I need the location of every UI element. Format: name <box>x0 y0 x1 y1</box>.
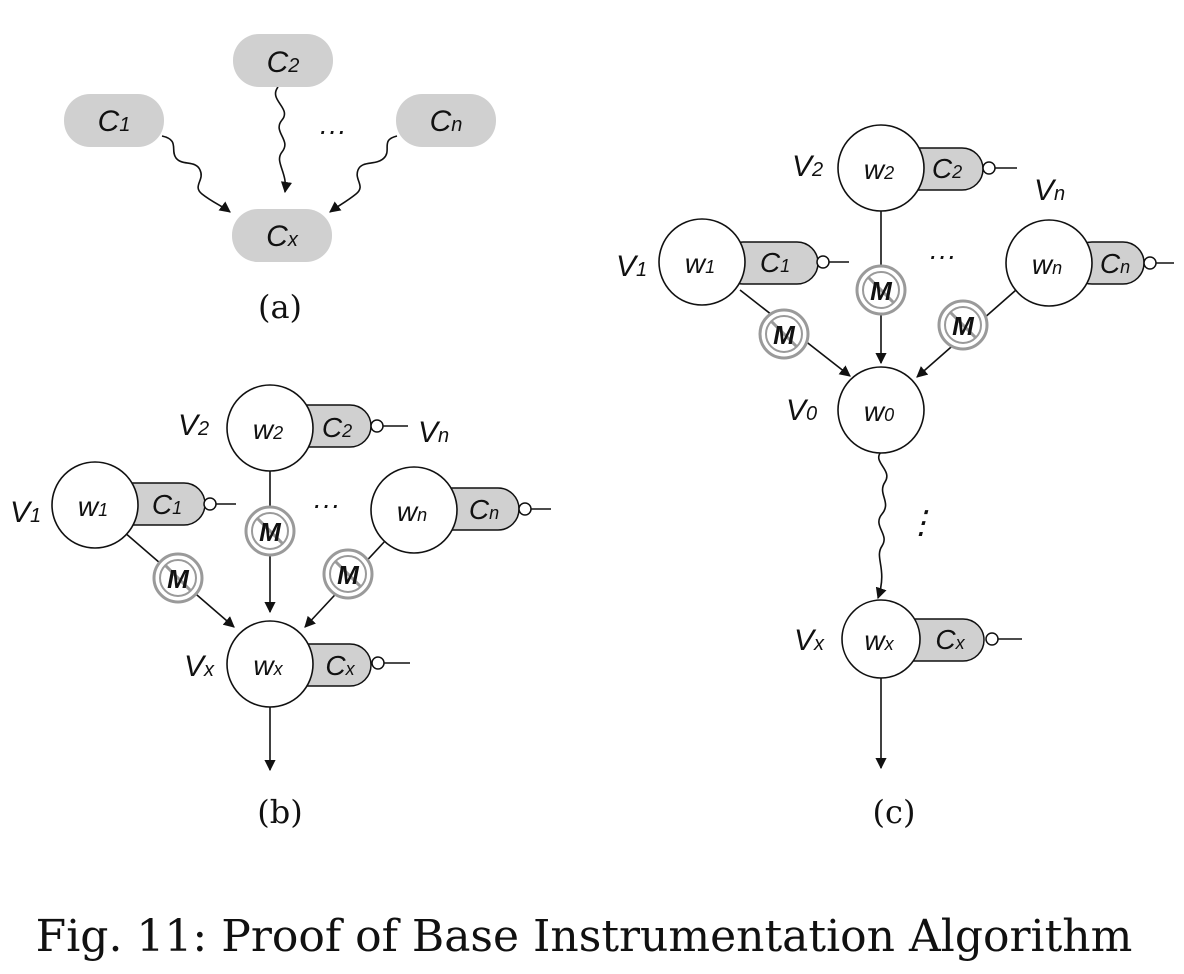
node-w1-c <box>658 218 746 306</box>
node-wx-c <box>841 599 921 679</box>
node-cx <box>232 209 332 262</box>
panel-b: M M M w1 w2 wn wx C1 C2 Cn Cx V1 V2 Vn V… <box>10 384 551 831</box>
ellipsis-c: ··· <box>928 240 956 271</box>
prohibit-m-b2: M <box>244 505 296 557</box>
label-wx-c: wx <box>864 625 894 656</box>
label-c1-b: C1 <box>152 489 182 520</box>
label-cx-b: Cx <box>325 650 355 681</box>
panel-a: C1 C2 Cn Cx ··· (a) <box>64 34 496 326</box>
m-label: M <box>952 311 975 341</box>
node-wx-b <box>226 620 314 708</box>
label-wx-b: wx <box>253 650 283 681</box>
label-vx-b: Vx <box>184 650 215 683</box>
label-wn-c: wn <box>1032 249 1062 280</box>
node-wn-c <box>1005 219 1093 307</box>
label-cn-c: Cn <box>1100 248 1130 279</box>
label-c2: C2 <box>267 46 300 79</box>
label-wn-b: wn <box>397 496 427 527</box>
prohibit-m-b1: M <box>152 552 204 604</box>
label-w1-b: w1 <box>78 491 108 522</box>
label-w2-b: w2 <box>253 414 283 445</box>
label-vn-c: Vn <box>1034 174 1065 207</box>
label-c1: C1 <box>98 105 131 138</box>
node-w2-c <box>837 124 925 212</box>
node-wn-b <box>370 466 458 554</box>
vertical-ellipsis-c: ⋮ <box>905 504 937 540</box>
label-cx: Cx <box>266 220 299 253</box>
edge-w0-wx <box>875 451 888 600</box>
label-w0-c: w0 <box>864 396 894 427</box>
ellipsis-a: ··· <box>318 115 346 146</box>
ellipsis-b: ··· <box>312 489 340 520</box>
label-v0-c: V0 <box>786 394 817 427</box>
panel-b-label: (b) <box>257 793 302 831</box>
prohibit-m-c2: M <box>855 264 907 316</box>
node-cn <box>396 94 496 147</box>
node-w1-b <box>51 461 139 549</box>
node-w0-c <box>837 366 925 454</box>
node-w2-b <box>226 384 314 472</box>
label-w1-c: w1 <box>685 248 715 279</box>
figure-caption: Fig. 11: Proof of Base Instrumentation A… <box>36 911 1133 962</box>
m-label: M <box>337 560 360 590</box>
edge-cn-cx <box>329 135 398 213</box>
node-c1 <box>64 94 164 147</box>
panel-a-label: (a) <box>258 288 302 326</box>
m-label: M <box>870 276 893 306</box>
label-vx-c: Vx <box>794 624 825 657</box>
m-label: M <box>167 564 190 594</box>
label-cx-c: Cx <box>935 624 965 655</box>
label-v2-b: V2 <box>178 409 209 442</box>
label-v1-c: V1 <box>616 250 647 283</box>
label-c2-b: C2 <box>322 412 352 443</box>
edge-c1-cx <box>161 135 231 213</box>
label-v1-b: V1 <box>10 496 41 529</box>
label-w2-c: w2 <box>864 154 894 185</box>
prohibit-m-c1: M <box>758 308 810 360</box>
m-label: M <box>259 517 282 547</box>
label-c2-c: C2 <box>932 153 962 184</box>
label-vn-b: Vn <box>418 416 449 449</box>
label-c1-c: C1 <box>760 247 790 278</box>
prohibit-m-bn: M <box>322 548 374 600</box>
label-cn-b: Cn <box>469 494 499 525</box>
panel-c-label: (c) <box>873 793 916 831</box>
m-label: M <box>773 320 796 350</box>
panel-c: M M M w1 w2 wn w0 wx C1 C2 Cn Cx V1 V2 V… <box>616 124 1174 831</box>
label-cn: Cn <box>430 105 463 138</box>
panel-a-edges <box>161 86 398 213</box>
label-v2-c: V2 <box>792 150 823 183</box>
node-c2 <box>233 34 333 87</box>
edge-c2-cx <box>274 86 293 194</box>
prohibit-m-cn: M <box>937 299 989 351</box>
